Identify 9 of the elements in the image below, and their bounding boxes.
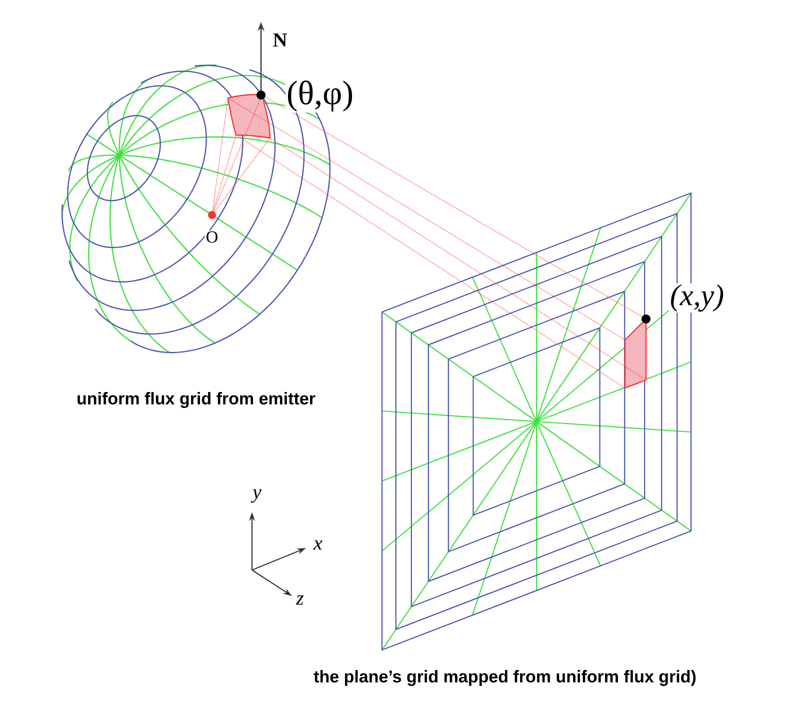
coordinate-label: (θ,φ) — [285, 80, 355, 112]
coordinate-label: (x,y) — [668, 283, 726, 313]
text-label: N — [272, 32, 288, 48]
axis-label: y — [250, 488, 262, 504]
axis-label: x — [312, 539, 324, 551]
caption: uniform flux grid from emitter — [76, 391, 316, 409]
caption: the plane’s grid mapped from uniform flux grid) — [312, 669, 698, 687]
axis-label: z — [295, 594, 305, 606]
origin-label: O — [204, 230, 220, 244]
